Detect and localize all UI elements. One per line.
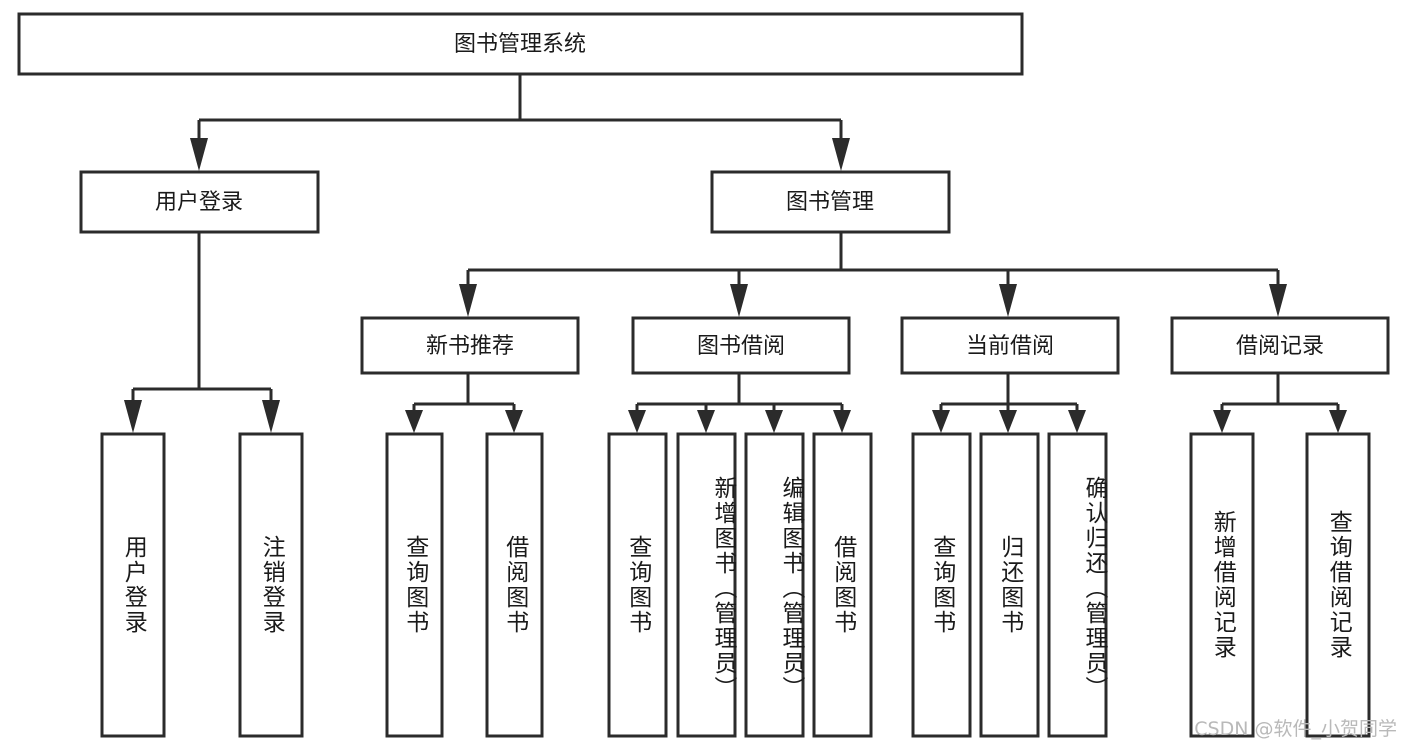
leaf-box-user-login[interactable] — [100, 432, 166, 738]
leaf-box-query-record[interactable] — [1305, 432, 1371, 738]
leaf-box-query-book-1[interactable] — [385, 432, 444, 738]
arrow-head-leaf-query-record — [1329, 410, 1347, 433]
node-root-system-label: 图书管理系统 — [454, 32, 586, 57]
connector-book-manage-children — [459, 232, 1287, 317]
node-user-login-box[interactable] — [79, 170, 320, 234]
arrow-head-borrow-record — [1269, 284, 1287, 317]
node-user-login[interactable]: 用户登录 — [79, 170, 320, 234]
arrow-head-current-borrow — [999, 284, 1017, 317]
arrow-head-leaf-query-book-3 — [932, 410, 950, 433]
arrow-head-leaf-edit-book — [765, 410, 783, 433]
connector-book-borrow-children — [628, 373, 851, 433]
node-borrow-record-label: 借阅记录 — [1236, 334, 1324, 359]
node-root-system[interactable]: 图书管理系统 — [17, 12, 1024, 76]
connector-root-to-level2 — [190, 74, 850, 171]
leaf-box-confirm-return[interactable] — [1047, 432, 1108, 738]
arrow-head-leaf-logout — [262, 400, 280, 433]
leaf-box-borrow-book-2[interactable] — [812, 432, 873, 738]
arrow-head-leaf-borrow-book-1 — [505, 410, 523, 433]
connector-current-borrow-children — [932, 373, 1086, 433]
arrow-head-book-borrow — [730, 284, 748, 317]
node-book-borrow-label: 图书借阅 — [697, 334, 785, 359]
connector-user-login-children — [124, 232, 280, 433]
arrow-head-leaf-query-book-1 — [405, 410, 423, 433]
node-book-borrow-box[interactable] — [631, 316, 851, 375]
arrow-head-leaf-return-book — [999, 410, 1017, 433]
leaf-box-query-book-2[interactable] — [607, 432, 668, 738]
watermark-text: CSDN @软件_小贺同学 — [1194, 718, 1397, 740]
node-book-manage-box[interactable] — [710, 170, 951, 234]
arrow-head-leaf-query-book-2 — [628, 410, 646, 433]
leaf-box-add-book[interactable] — [676, 432, 737, 738]
node-current-borrow-label: 当前借阅 — [966, 334, 1054, 359]
node-book-borrow[interactable]: 图书借阅 — [631, 316, 851, 375]
node-borrow-record-box[interactable] — [1170, 316, 1390, 375]
leaf-box-borrow-book-1[interactable] — [485, 432, 544, 738]
leaf-box-return-book[interactable] — [979, 432, 1040, 738]
arrow-head-leaf-confirm-return — [1068, 410, 1086, 433]
leaf-box-logout[interactable] — [238, 432, 304, 738]
node-current-borrow-box[interactable] — [900, 316, 1120, 375]
leaf-box-edit-book[interactable] — [744, 432, 805, 738]
arrow-head-new-book-recommend — [459, 284, 477, 317]
node-new-book-recommend-label: 新书推荐 — [426, 334, 514, 359]
node-borrow-record[interactable]: 借阅记录 — [1170, 316, 1390, 375]
leaf-box-query-book-3[interactable] — [911, 432, 972, 738]
arrow-head-user-login — [190, 138, 208, 171]
node-book-manage[interactable]: 图书管理 — [710, 170, 951, 234]
arrow-head-leaf-user-login — [124, 400, 142, 433]
arrow-head-leaf-add-book — [697, 410, 715, 433]
node-book-manage-label: 图书管理 — [786, 190, 874, 215]
node-new-book-recommend[interactable]: 新书推荐 — [360, 316, 580, 375]
arrow-head-book-manage — [832, 138, 850, 171]
connector-borrow-record-children — [1213, 373, 1347, 433]
node-new-book-recommend-box[interactable] — [360, 316, 580, 375]
node-current-borrow[interactable]: 当前借阅 — [900, 316, 1120, 375]
node-root-system-box[interactable] — [17, 12, 1024, 76]
leaf-box-add-record[interactable] — [1189, 432, 1255, 738]
node-user-login-label: 用户登录 — [155, 190, 243, 215]
arrow-head-leaf-borrow-book-2 — [833, 410, 851, 433]
arrow-head-leaf-add-record — [1213, 410, 1231, 433]
connector-new-book-recommend-children — [405, 373, 523, 433]
